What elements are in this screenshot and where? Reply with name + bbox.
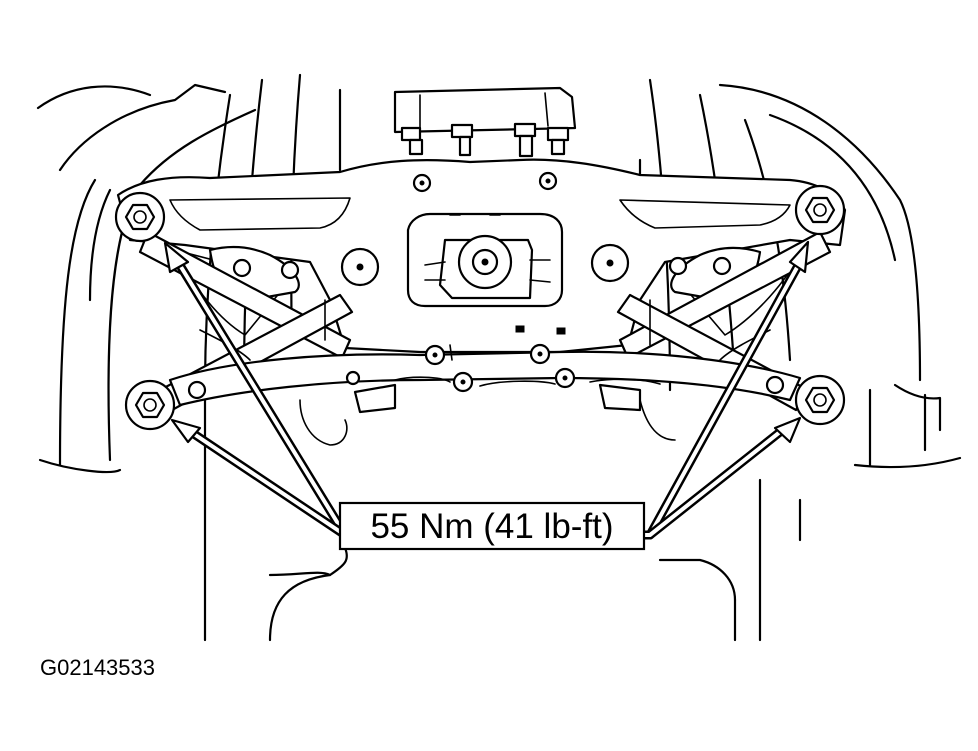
arrowheads xyxy=(163,240,810,444)
arrowhead-icon xyxy=(773,416,802,444)
arrowhead-icon xyxy=(170,418,202,444)
arrowhead-icon xyxy=(163,241,190,274)
hex-bolt-icon xyxy=(134,391,166,419)
figure-code: G02143533 xyxy=(40,655,155,680)
hex-bolt-icon xyxy=(804,386,836,414)
torque-callout: 55 Nm (41 lb-ft) xyxy=(338,501,646,551)
bolt-lower-left xyxy=(124,379,176,431)
differential-housing xyxy=(393,86,577,158)
hex-bolt-icon xyxy=(124,203,156,231)
hex-bolt-icon xyxy=(804,196,836,224)
arrowhead-icon xyxy=(788,240,810,274)
torque-label: 55 Nm (41 lb-ft) xyxy=(370,507,613,546)
bolt-upper-right xyxy=(794,184,846,236)
rear-crossmember xyxy=(116,158,847,446)
bolt-upper-left xyxy=(114,191,166,243)
bolt-lower-right xyxy=(794,374,846,426)
